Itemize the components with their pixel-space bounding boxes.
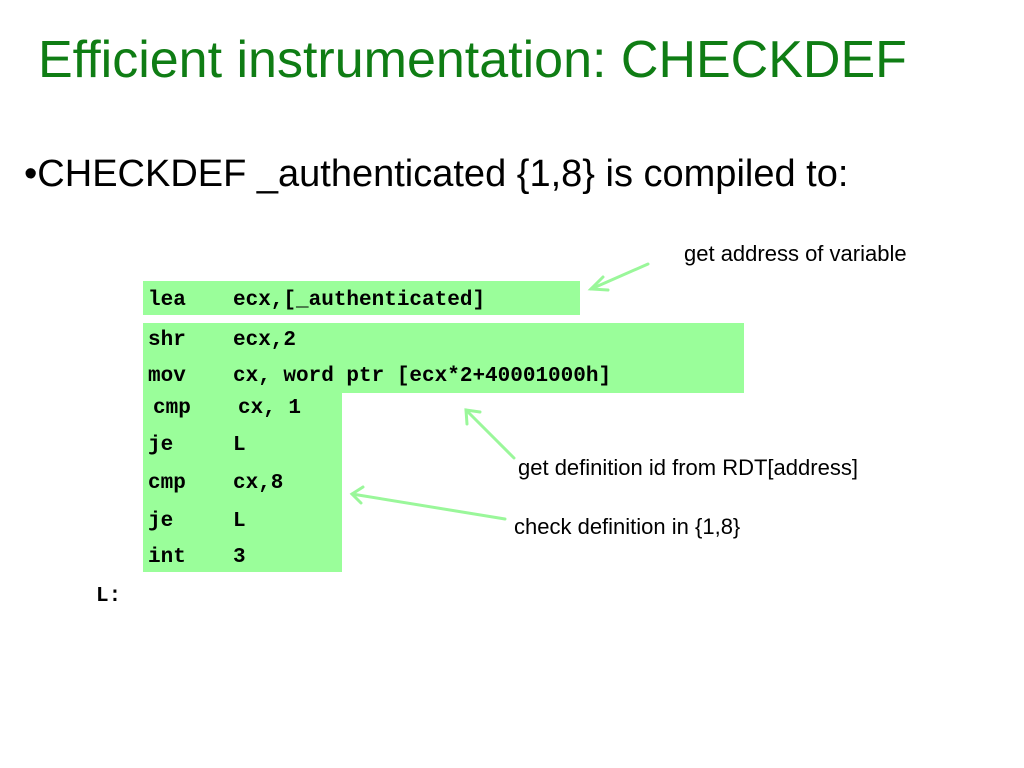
code-line: cmp cx,8 — [148, 472, 283, 495]
code-opcode: int — [148, 546, 186, 569]
highlight-block-lea — [143, 281, 580, 315]
code-operands: ecx,[_authenticated] — [233, 289, 486, 312]
code-line: shr ecx,2 — [148, 329, 296, 352]
code-operands: cx, 1 — [238, 397, 302, 420]
code-opcode: je — [148, 510, 174, 533]
code-label: L: — [96, 585, 122, 608]
code-operands: 3 — [233, 546, 246, 569]
bullet-point: •CHECKDEF _authenticated {1,8} is compil… — [24, 153, 849, 195]
annotation-check-definition: check definition in {1,8} — [514, 514, 741, 539]
code-operands: cx,8 — [233, 472, 284, 495]
code-opcode: mov — [148, 365, 186, 388]
code-operands: L — [233, 510, 246, 533]
code-operands: ecx,2 — [233, 329, 297, 352]
highlight-block-shr-mov — [143, 323, 744, 393]
code-opcode: cmp — [148, 472, 186, 495]
code-line: cmp cx, 1 — [153, 397, 301, 420]
arrow-get-address — [587, 262, 650, 292]
code-line: je L — [148, 434, 246, 457]
arrow-check-definition — [349, 485, 507, 521]
code-line: int 3 — [148, 546, 246, 569]
highlight-block-compare — [143, 393, 342, 572]
code-line: lea ecx,[_authenticated] — [148, 289, 485, 312]
annotation-get-definition: get definition id from RDT[address] — [518, 455, 858, 480]
code-operands: cx, word ptr [ecx*2+40001000h] — [233, 365, 612, 388]
annotation-get-address: get address of variable — [684, 241, 907, 266]
slide-title: Efficient instrumentation: CHECKDEF — [38, 31, 907, 89]
code-opcode: je — [148, 434, 174, 457]
code-line: je L — [148, 510, 246, 533]
code-opcode: cmp — [153, 397, 191, 420]
code-opcode: lea — [148, 289, 186, 312]
code-opcode: shr — [148, 329, 186, 352]
code-operands: L — [233, 434, 246, 457]
code-line: mov cx, word ptr [ecx*2+40001000h] — [148, 365, 611, 388]
arrow-get-definition — [464, 408, 516, 460]
